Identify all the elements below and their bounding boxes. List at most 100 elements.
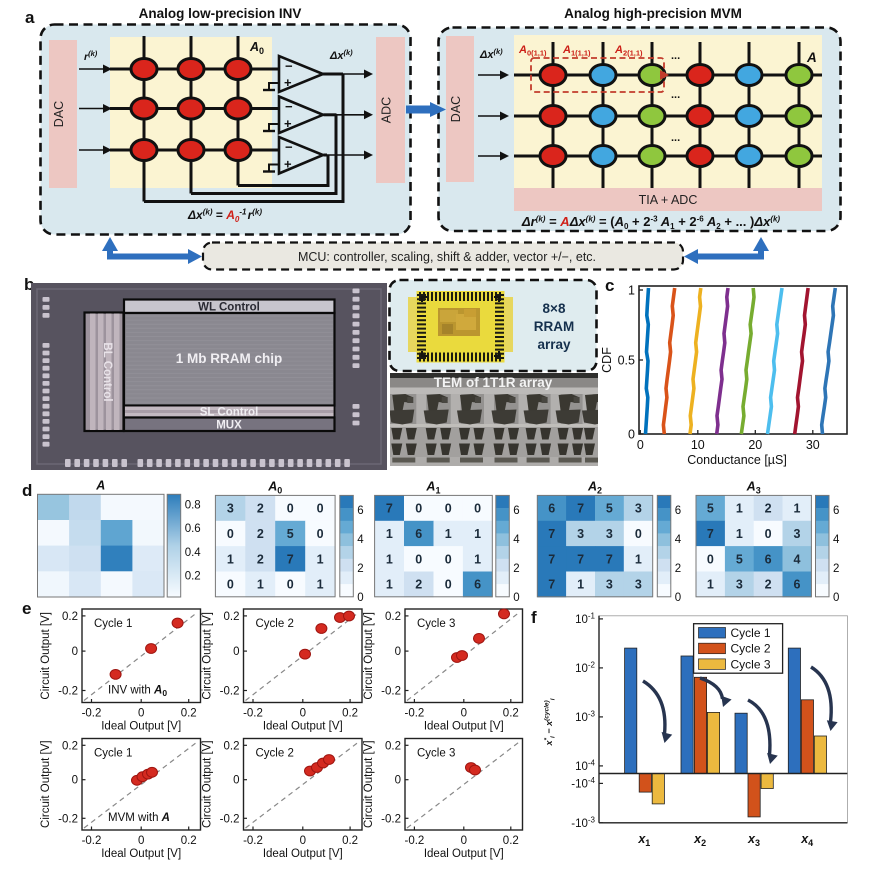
svg-text:0.2: 0.2 [181,835,197,847]
svg-text:20: 20 [748,438,762,452]
svg-text:10-2: 10-2 [575,660,595,675]
svg-text:-10-3: -10-3 [571,815,595,830]
svg-text:1: 1 [317,552,324,566]
svg-text:2: 2 [833,563,839,575]
svg-text:7: 7 [386,502,393,516]
svg-text:DAC: DAC [449,96,463,122]
svg-text:TIA + ADC: TIA + ADC [639,193,698,207]
svg-text:0: 0 [415,552,422,566]
svg-text:1: 1 [227,552,234,566]
svg-text:RRAM: RRAM [534,319,575,334]
svg-text:0.2: 0.2 [503,835,519,847]
svg-text:+: + [284,75,292,90]
svg-text:2: 2 [257,527,264,541]
svg-text:0: 0 [72,646,78,658]
svg-text:10-3: 10-3 [575,709,595,724]
svg-text:7: 7 [287,552,294,566]
svg-text:0: 0 [233,775,239,787]
svg-text:Circuit Output [V]: Circuit Output [V] [363,612,375,700]
svg-text:0: 0 [675,592,681,604]
svg-text:0: 0 [300,835,306,847]
svg-text:WL Control: WL Control [198,302,260,314]
svg-text:6: 6 [513,505,519,517]
svg-text:0: 0 [317,527,324,541]
svg-text:7: 7 [577,552,584,566]
svg-text:10-4: 10-4 [575,758,595,773]
svg-text:2: 2 [675,563,681,575]
svg-text:0: 0 [765,527,772,541]
svg-text:0.2: 0.2 [385,740,401,752]
svg-text:3: 3 [635,578,642,592]
svg-text:0: 0 [287,578,294,592]
svg-text:2: 2 [765,578,772,592]
svg-text:array: array [537,337,571,352]
svg-text:6: 6 [415,527,422,541]
svg-text:0: 0 [227,578,234,592]
svg-text:1: 1 [386,578,393,592]
svg-text:-0.2: -0.2 [82,708,102,720]
svg-text:1: 1 [736,527,743,541]
svg-text:0: 0 [637,438,644,452]
svg-text:1: 1 [628,284,635,298]
svg-text:Analog high-precision MVM: Analog high-precision MVM [564,6,742,21]
svg-text:TEM of 1T1R array: TEM of 1T1R array [434,375,553,390]
svg-text:0: 0 [233,646,239,658]
svg-text:3: 3 [794,527,801,541]
svg-text:SL Control: SL Control [200,407,259,419]
svg-text:6: 6 [675,505,681,517]
svg-text:CDF: CDF [600,347,614,373]
svg-text:5: 5 [606,502,613,516]
svg-text:-0.2: -0.2 [58,813,78,825]
svg-text:Cycle 2: Cycle 2 [256,748,294,760]
svg-text:1: 1 [707,578,714,592]
svg-text:6: 6 [548,502,555,516]
svg-text:-0.2: -0.2 [58,686,78,698]
svg-text:6: 6 [765,552,772,566]
svg-text:0.2: 0.2 [385,611,401,623]
svg-text:7: 7 [707,527,714,541]
svg-text:3: 3 [606,527,613,541]
svg-text:0.2: 0.2 [185,571,201,583]
svg-text:0.2: 0.2 [342,708,358,720]
svg-text:-0.2: -0.2 [243,835,263,847]
svg-text:Δx(k) = A0-1 r(k): Δx(k) = A0-1 r(k) [187,208,262,225]
svg-text:3: 3 [736,578,743,592]
svg-text:-0.2: -0.2 [404,835,424,847]
svg-text:0: 0 [317,502,324,516]
svg-text:Circuit Output [V]: Circuit Output [V] [40,612,52,700]
svg-text:0.5: 0.5 [618,354,635,368]
svg-text:-0.2: -0.2 [220,813,240,825]
svg-text:Ideal Output [V]: Ideal Output [V] [101,848,181,860]
svg-text:3: 3 [606,578,613,592]
svg-text:x3: x3 [747,832,760,848]
svg-text:Cycle 1: Cycle 1 [94,618,132,630]
svg-text:Conductance [µS]: Conductance [µS] [687,453,787,467]
svg-text:Ideal Output [V]: Ideal Output [V] [101,721,181,733]
svg-text:...: ... [671,132,680,144]
svg-text:0.4: 0.4 [185,547,202,559]
svg-text:-0.2: -0.2 [243,708,263,720]
svg-text:5: 5 [707,502,714,516]
svg-text:x1: x1 [637,832,650,848]
svg-text:1: 1 [257,578,264,592]
svg-text:x4: x4 [800,832,813,848]
svg-text:0.2: 0.2 [503,708,519,720]
svg-text:10-1: 10-1 [575,611,595,626]
svg-text:1: 1 [794,502,801,516]
svg-text:Circuit Output [V]: Circuit Output [V] [202,740,214,828]
svg-text:0: 0 [461,708,467,720]
svg-text:2: 2 [513,563,519,575]
svg-text:0: 0 [513,592,519,604]
svg-text:Cycle 2: Cycle 2 [731,642,771,656]
svg-text:7: 7 [548,527,555,541]
svg-text:0: 0 [833,592,839,604]
svg-text:4: 4 [357,534,364,546]
svg-text:2: 2 [415,578,422,592]
svg-text:2: 2 [257,502,264,516]
svg-text:6: 6 [357,505,363,517]
svg-text:0.6: 0.6 [185,523,201,535]
svg-text:0: 0 [138,708,144,720]
svg-text:4: 4 [675,534,682,546]
svg-text:7: 7 [606,552,613,566]
svg-text:1: 1 [386,552,393,566]
